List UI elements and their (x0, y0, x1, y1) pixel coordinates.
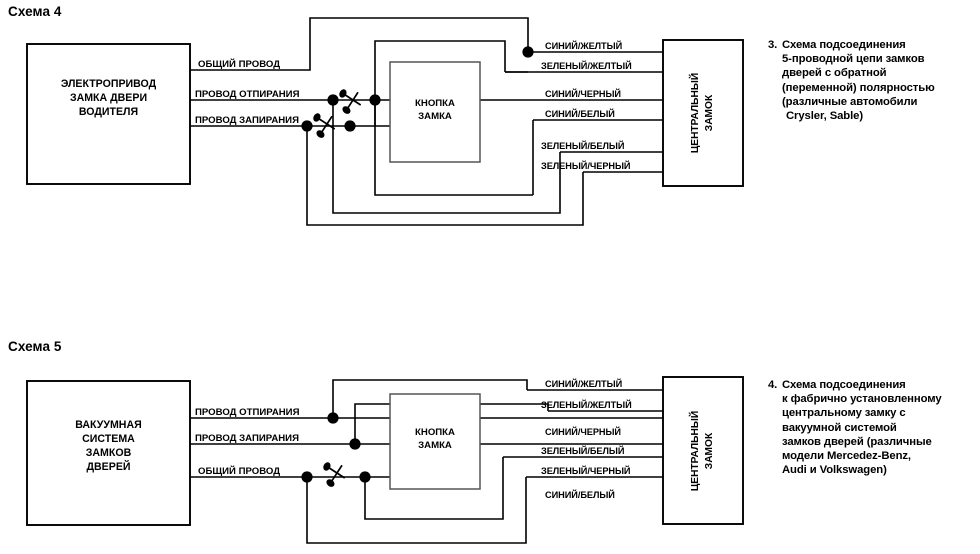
junction-dot (344, 120, 356, 132)
scheme-4-left-label-2: ПРОВОД ОТПИРАНИЯ (195, 89, 300, 100)
junction-dot (327, 94, 339, 106)
junction-dot (359, 471, 371, 483)
scheme-4-button-line-2: ЗАМКА (418, 111, 452, 122)
scheme-5-diagram: ВАКУУМНАЯ СИСТЕМА ЗАМКОВ ДВЕРЕЙ КНОПКА З… (26, 376, 744, 544)
scheme-5-left-label-3: ОБЩИЙ ПРОВОД (198, 465, 280, 477)
scheme-5-right-label-6: СИНИЙ/БЕЛЫЙ (545, 489, 615, 500)
note-line: вакуумной системой (782, 421, 897, 434)
scheme-4-left-label-3: ПРОВОД ЗАПИРАНИЯ (195, 115, 299, 126)
wire-loop-bottom (306, 477, 527, 544)
wire-loop-inner-lower (374, 100, 533, 196)
scheme-5-source-box (26, 380, 191, 526)
scheme-4-button-line-1: КНОПКА (415, 98, 455, 109)
scissors-cut-icon (313, 113, 335, 138)
scissors-cut-icon (339, 89, 361, 114)
junction-dot (327, 412, 339, 424)
note-line: дверей с обратной (782, 67, 887, 80)
note-line: (переменной) полярностью (782, 81, 935, 94)
scheme-5-button-box (389, 393, 481, 490)
note-line: 5-проводной цепи замков (782, 53, 925, 66)
junction-dot (522, 46, 534, 58)
junction-dot (301, 471, 313, 483)
scheme-5-right-label-5: ЗЕЛЕНЫЙ/ЧЕРНЫЙ (541, 465, 631, 476)
scissors-cut-icon (323, 462, 345, 487)
scheme-5-note: 4. Схема подсоединения к фабрично устано… (768, 378, 980, 477)
scheme-4-source-line-2: ЗАМКА ДВЕРИ (70, 92, 147, 104)
wire-loop-outer-lower (332, 100, 561, 214)
scheme-5-target-line-1: ЦЕНТРАЛЬНЫЙ (688, 411, 701, 491)
scheme-5-source-line-2: СИСТЕМА (82, 433, 135, 445)
scheme-4-note: 3. Схема подсоединения 5-проводной цепи … (768, 38, 980, 123)
note-line: Crysler, Sable) (786, 110, 863, 123)
wire-loop-mid (364, 457, 504, 520)
scheme-4-note-number: 3. (768, 39, 778, 51)
wire-riser-top (332, 379, 528, 418)
wire-loop-outermost-lower (306, 126, 584, 226)
note-line: центральному замку с (782, 407, 906, 420)
scheme-5-button-line-2: ЗАМКА (418, 440, 452, 451)
scheme-4-target-box (662, 39, 744, 187)
scheme-4-title: Схема 4 (8, 4, 62, 19)
scheme-5-left-label-1: ПРОВОД ОТПИРАНИЯ (195, 407, 300, 418)
scheme-5-target-box (662, 376, 744, 525)
note-line: (различные автомобили (782, 95, 918, 108)
scheme-5-right-label-1: СИНИЙ/ЖЕЛТЫЙ (545, 378, 622, 389)
scheme-5-right-label-3: СИНИЙ/ЧЕРНЫЙ (545, 426, 621, 437)
scheme-5-right-label-2: ЗЕЛЕНЫЙ/ЖЕЛТЫЙ (541, 399, 632, 410)
scheme-4-source-box (26, 43, 191, 185)
scheme-5-source-line-3: ЗАМКОВ (86, 447, 132, 459)
scheme-4-right-label-1: СИНИЙ/ЖЕЛТЫЙ (545, 40, 622, 51)
wire-common (190, 17, 529, 71)
scheme-4-right-label-3: СИНИЙ/ЧЕРНЫЙ (545, 88, 621, 99)
note-line: замков дверей (различные (782, 435, 932, 448)
scheme-4-right-label-2: ЗЕЛЕНЫЙ/ЖЕЛТЫЙ (541, 60, 632, 71)
scheme-5-note-number: 4. (768, 379, 778, 391)
note-line: Audi и Volkswagen) (782, 464, 887, 477)
scheme-5-button-line-1: КНОПКА (415, 427, 455, 438)
note-line: к фабрично установленному (782, 393, 942, 406)
scheme-4-diagram: ЭЛЕКТРОПРИВОД ЗАМКА ДВЕРИ ВОДИТЕЛЯ КНОПК… (26, 17, 744, 226)
junction-dot (349, 438, 361, 450)
junction-dot (301, 120, 313, 132)
scheme-5-source-line-4: ДВЕРЕЙ (86, 460, 130, 473)
note-line: модели Mercedez-Benz, (782, 450, 911, 463)
scheme-4-button-box (389, 61, 481, 163)
scheme-4-right-label-6: ЗЕЛЕНЫЙ/ЧЕРНЫЙ (541, 160, 631, 171)
scheme-4-right-label-4: СИНИЙ/БЕЛЫЙ (545, 108, 615, 119)
scheme-5-target-line-2: ЗАМОК (704, 432, 715, 469)
scheme-4-source-line-1: ЭЛЕКТРОПРИВОД (61, 78, 157, 90)
scheme-4-right-label-5: ЗЕЛЕНЫЙ/БЕЛЫЙ (541, 140, 624, 151)
scheme-5-title: Схема 5 (8, 339, 62, 354)
wire-loop-upper (374, 40, 506, 126)
scheme-4-target-line-1: ЦЕНТРАЛЬНЫЙ (688, 73, 701, 153)
junction-dot (369, 94, 381, 106)
note-line: Схема подсоединения (782, 379, 906, 391)
scheme-5-left-label-2: ПРОВОД ЗАПИРАНИЯ (195, 433, 299, 444)
note-line: Схема подсоединения (782, 39, 906, 51)
scheme-5-source-line-1: ВАКУУМНАЯ (75, 419, 141, 431)
scheme-4-target-line-2: ЗАМОК (704, 94, 715, 131)
scheme-4-left-label-1: ОБЩИЙ ПРОВОД (198, 58, 280, 70)
scheme-4-source-line-3: ВОДИТЕЛЯ (79, 106, 138, 118)
scheme-5-right-label-4: ЗЕЛЕНЫЙ/БЕЛЫЙ (541, 445, 624, 456)
